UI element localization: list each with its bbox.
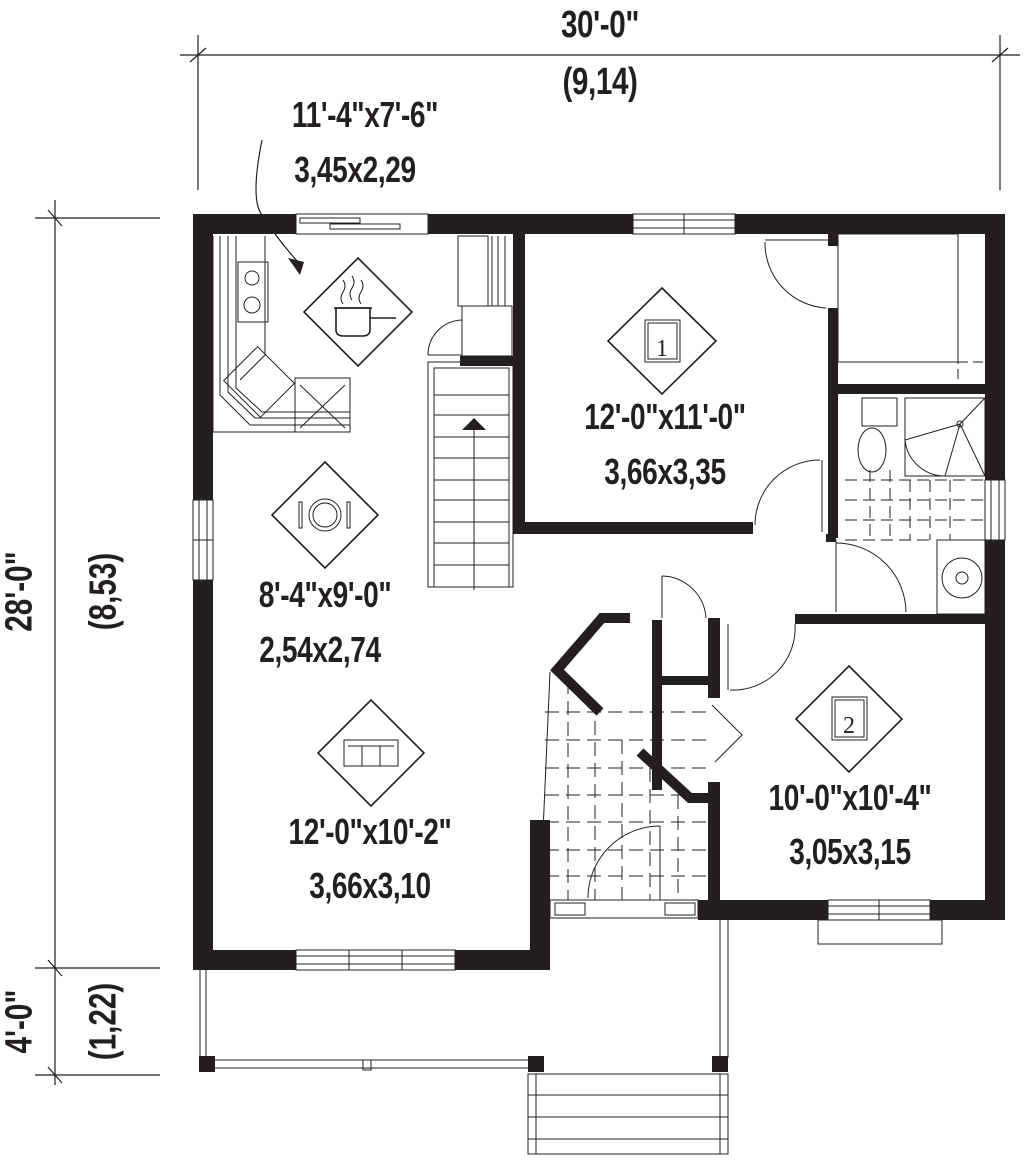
bed-icon-2 bbox=[794, 664, 904, 774]
bedroom-2-dim-imperial: 10'-0"x10'-4" bbox=[768, 777, 932, 818]
porch bbox=[199, 920, 729, 1155]
overall-width-imperial: 30'-0" bbox=[560, 4, 640, 46]
bed-icon-1 bbox=[606, 286, 718, 396]
angled-walls bbox=[550, 613, 712, 803]
sink-icon bbox=[941, 557, 983, 599]
entry-tile bbox=[545, 680, 708, 900]
bedroom-1-dim-metric: 3,66x3,35 bbox=[604, 451, 726, 492]
staircase[interactable] bbox=[427, 361, 514, 590]
kitchen-dim-metric: 3,45x2,29 bbox=[294, 149, 416, 190]
dining-dim-imperial: 8'-4"x9'-0" bbox=[258, 574, 392, 615]
bedroom-2-dim-metric: 3,05x3,15 bbox=[789, 831, 911, 872]
dining-dim-metric: 2,54x2,74 bbox=[259, 629, 381, 670]
leader-arrowhead bbox=[288, 258, 304, 275]
living-dim-metric: 3,66x3,10 bbox=[309, 865, 431, 906]
windows bbox=[192, 213, 1006, 971]
overall-depth-metric: (8,53) bbox=[82, 552, 125, 631]
toilet-icon bbox=[857, 427, 887, 473]
left-dimension-line bbox=[35, 200, 160, 1085]
porch-depth-metric: (1,22) bbox=[82, 982, 125, 1061]
kitchen-dim-imperial: 11'-4"x7'-6" bbox=[291, 94, 439, 135]
doors bbox=[587, 239, 907, 900]
bathroom-fixtures bbox=[857, 397, 986, 615]
sofa-icon bbox=[316, 698, 426, 808]
plate-cutlery-icon bbox=[270, 460, 380, 570]
living-dim-imperial: 12'-0"x10'-2" bbox=[288, 811, 452, 852]
bedroom-1-badge: 1 bbox=[656, 336, 668, 362]
overall-depth-imperial: 28'-0" bbox=[0, 551, 41, 632]
top-dimension-line bbox=[180, 35, 1020, 190]
cooking-pot-icon bbox=[302, 256, 414, 368]
porch-posts bbox=[199, 1056, 728, 1072]
stair-up-arrow-icon bbox=[462, 418, 486, 430]
exterior-walls bbox=[193, 214, 1005, 970]
overall-width-metric: (9,14) bbox=[562, 61, 638, 103]
kitchen-counters bbox=[212, 235, 513, 433]
bedroom-2-badge: 2 bbox=[843, 713, 855, 739]
bedroom-1-dim-imperial: 12'-0"x11'-0" bbox=[584, 396, 746, 437]
porch-depth-imperial: 4'-0" bbox=[0, 989, 41, 1054]
bathroom-tile bbox=[845, 470, 985, 541]
